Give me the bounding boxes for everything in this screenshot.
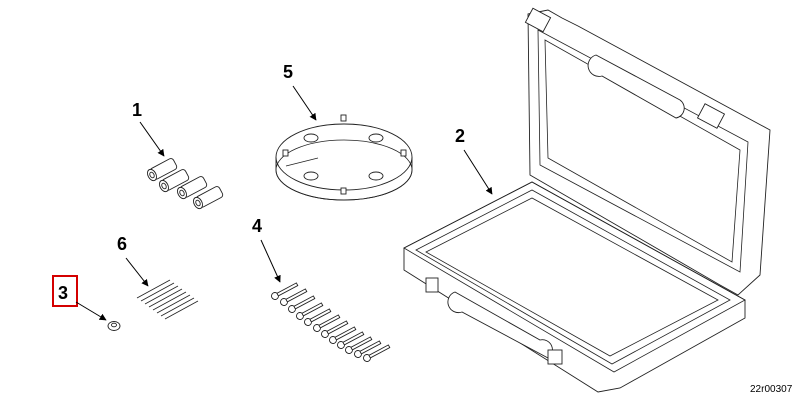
arrow-5 xyxy=(292,85,317,121)
part-6-pins xyxy=(136,279,199,320)
callout-6: 6 xyxy=(117,234,127,254)
document-id: 22r00307 xyxy=(750,384,793,395)
arrow-1 xyxy=(139,121,165,157)
callout-5: 5 xyxy=(283,62,293,82)
callout-2: 2 xyxy=(455,126,465,146)
callout-4: 4 xyxy=(252,216,262,236)
arrow-6 xyxy=(125,257,149,287)
callout-1: 1 xyxy=(132,100,142,120)
arrow-4 xyxy=(260,239,281,283)
part-5-plate xyxy=(275,114,413,201)
part-3-nut xyxy=(107,321,121,331)
arrow-2 xyxy=(463,149,493,195)
part-1-fittings xyxy=(147,158,224,210)
arrow-3 xyxy=(75,301,107,321)
part-4-bolts xyxy=(271,282,391,362)
callout-3: 3 xyxy=(58,283,68,303)
part-2-case xyxy=(403,7,771,393)
callout-3-highlight-box xyxy=(52,275,78,307)
